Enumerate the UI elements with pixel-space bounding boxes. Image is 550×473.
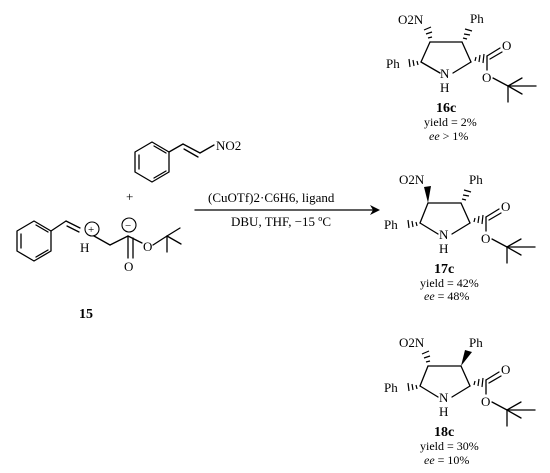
yield-18c: yield = 30% bbox=[420, 439, 479, 453]
imine-ester-o: O bbox=[143, 239, 152, 254]
product-ph-left: Ph bbox=[384, 380, 398, 395]
product-ester-o: O bbox=[481, 394, 490, 409]
product-nitro-label: O2N bbox=[399, 172, 425, 187]
yield-16c: yield = 2% bbox=[424, 115, 477, 129]
ee-18c: ee = 10% bbox=[424, 453, 469, 467]
product-ph-left: Ph bbox=[386, 56, 400, 71]
product-16c-structure: O2N Ph Ph N H O O 16c bbox=[386, 11, 537, 143]
product-nitro-label: O2N bbox=[399, 335, 425, 350]
nitro-group-label: NO2 bbox=[216, 138, 241, 153]
compound-15-id: 15 bbox=[79, 307, 93, 322]
negative-charge-circle bbox=[121, 217, 137, 233]
product-carbonyl-o: O bbox=[501, 362, 510, 377]
product-nh-n: N bbox=[439, 390, 449, 405]
product-nitro-label: O2N bbox=[398, 12, 424, 27]
imine-nh-label: H bbox=[80, 240, 89, 255]
ee-16c: ee > 1% bbox=[429, 129, 468, 143]
nitrostyrene-structure: NO2 bbox=[134, 138, 241, 183]
plus-sign: + bbox=[126, 189, 133, 204]
product-carbonyl-o: O bbox=[502, 38, 511, 53]
product-18c-structure: O2N Ph Ph N H O O 18c yield = 30% bbox=[384, 335, 536, 467]
product-ph-top: Ph bbox=[469, 335, 483, 350]
conditions-line: DBU, THF, −15 ºC bbox=[231, 214, 331, 229]
product-ester-o: O bbox=[482, 70, 491, 85]
compound-17c-id: 17c bbox=[434, 262, 454, 277]
product-nh-n: N bbox=[440, 66, 450, 81]
imine-15-structure: + H − O O 15 bbox=[16, 217, 182, 322]
negative-charge: − bbox=[125, 220, 131, 232]
product-nh-n: N bbox=[439, 227, 449, 242]
product-carbonyl-o: O bbox=[501, 199, 510, 214]
compound-16c-id: 16c bbox=[436, 101, 456, 116]
product-17c-structure: O2N Ph Ph N H O O 17c yield = 42% bbox=[384, 172, 536, 303]
product-ester-o: O bbox=[481, 231, 490, 246]
imine-carbonyl-o: O bbox=[124, 259, 133, 274]
product-nh-h: H bbox=[440, 80, 449, 95]
conditions-reagent-line: (CuOTf)2·C6H6, ligand bbox=[208, 190, 335, 205]
product-ph-top: Ph bbox=[470, 11, 484, 26]
yield-17c: yield = 42% bbox=[420, 276, 479, 290]
positive-charge-circle bbox=[84, 221, 100, 237]
product-nh-h: H bbox=[439, 241, 448, 256]
product-ph-left: Ph bbox=[384, 217, 398, 232]
ee-17c: ee = 48% bbox=[424, 289, 469, 303]
reaction-arrow-group: (CuOTf)2·C6H6, ligand DBU, THF, −15 ºC bbox=[194, 190, 380, 229]
product-ph-top: Ph bbox=[469, 172, 483, 187]
product-nh-h: H bbox=[439, 404, 448, 419]
compound-18c-id: 18c bbox=[434, 425, 454, 440]
positive-charge: + bbox=[88, 224, 94, 236]
